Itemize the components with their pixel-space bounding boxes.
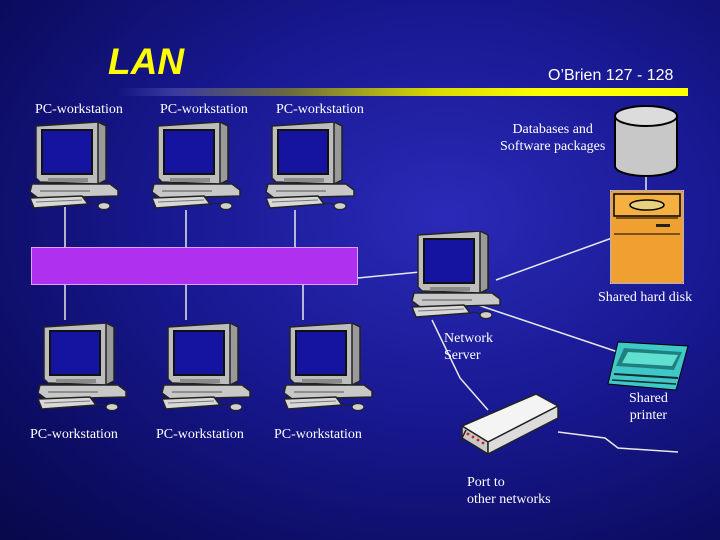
printer-icon <box>607 341 689 391</box>
workstation-label-6: PC-workstation <box>274 427 362 442</box>
computer-icon <box>161 323 251 412</box>
computer-icon <box>411 231 501 320</box>
link-hub-server <box>357 271 421 279</box>
computer-icon <box>265 122 355 211</box>
link-server-router <box>431 319 489 411</box>
computer-icon <box>37 323 127 412</box>
link-router-out <box>557 431 679 453</box>
computer-icon <box>283 323 373 412</box>
computer-icon <box>151 122 241 211</box>
router-icon <box>459 393 560 456</box>
database-cylinder-icon <box>614 105 678 177</box>
link-server-printer <box>471 302 619 353</box>
workstation-label-4: PC-workstation <box>30 427 118 442</box>
shared-printer-label: Shared printer <box>629 391 668 423</box>
workstation-label-5: PC-workstation <box>156 427 244 442</box>
network-server-label: Network Server <box>444 331 493 363</box>
shared-disk-label: Shared hard disk <box>598 290 693 305</box>
slide-title: LAN <box>108 41 185 82</box>
link-server-disk <box>495 237 613 281</box>
port-label: Port to other networks <box>467 475 551 507</box>
workstation-label-1: PC-workstation <box>35 102 123 117</box>
workstation-label-3: PC-workstation <box>276 102 364 117</box>
slide-reference: O’Brien 127 - 128 <box>548 67 674 84</box>
hard-disk-icon <box>610 190 684 284</box>
workstation-label-2: PC-workstation <box>160 102 248 117</box>
title-rule <box>118 88 688 96</box>
databases-label: Databases and Software packages <box>500 122 606 154</box>
computer-icon <box>29 122 119 211</box>
network-hub <box>31 247 358 285</box>
